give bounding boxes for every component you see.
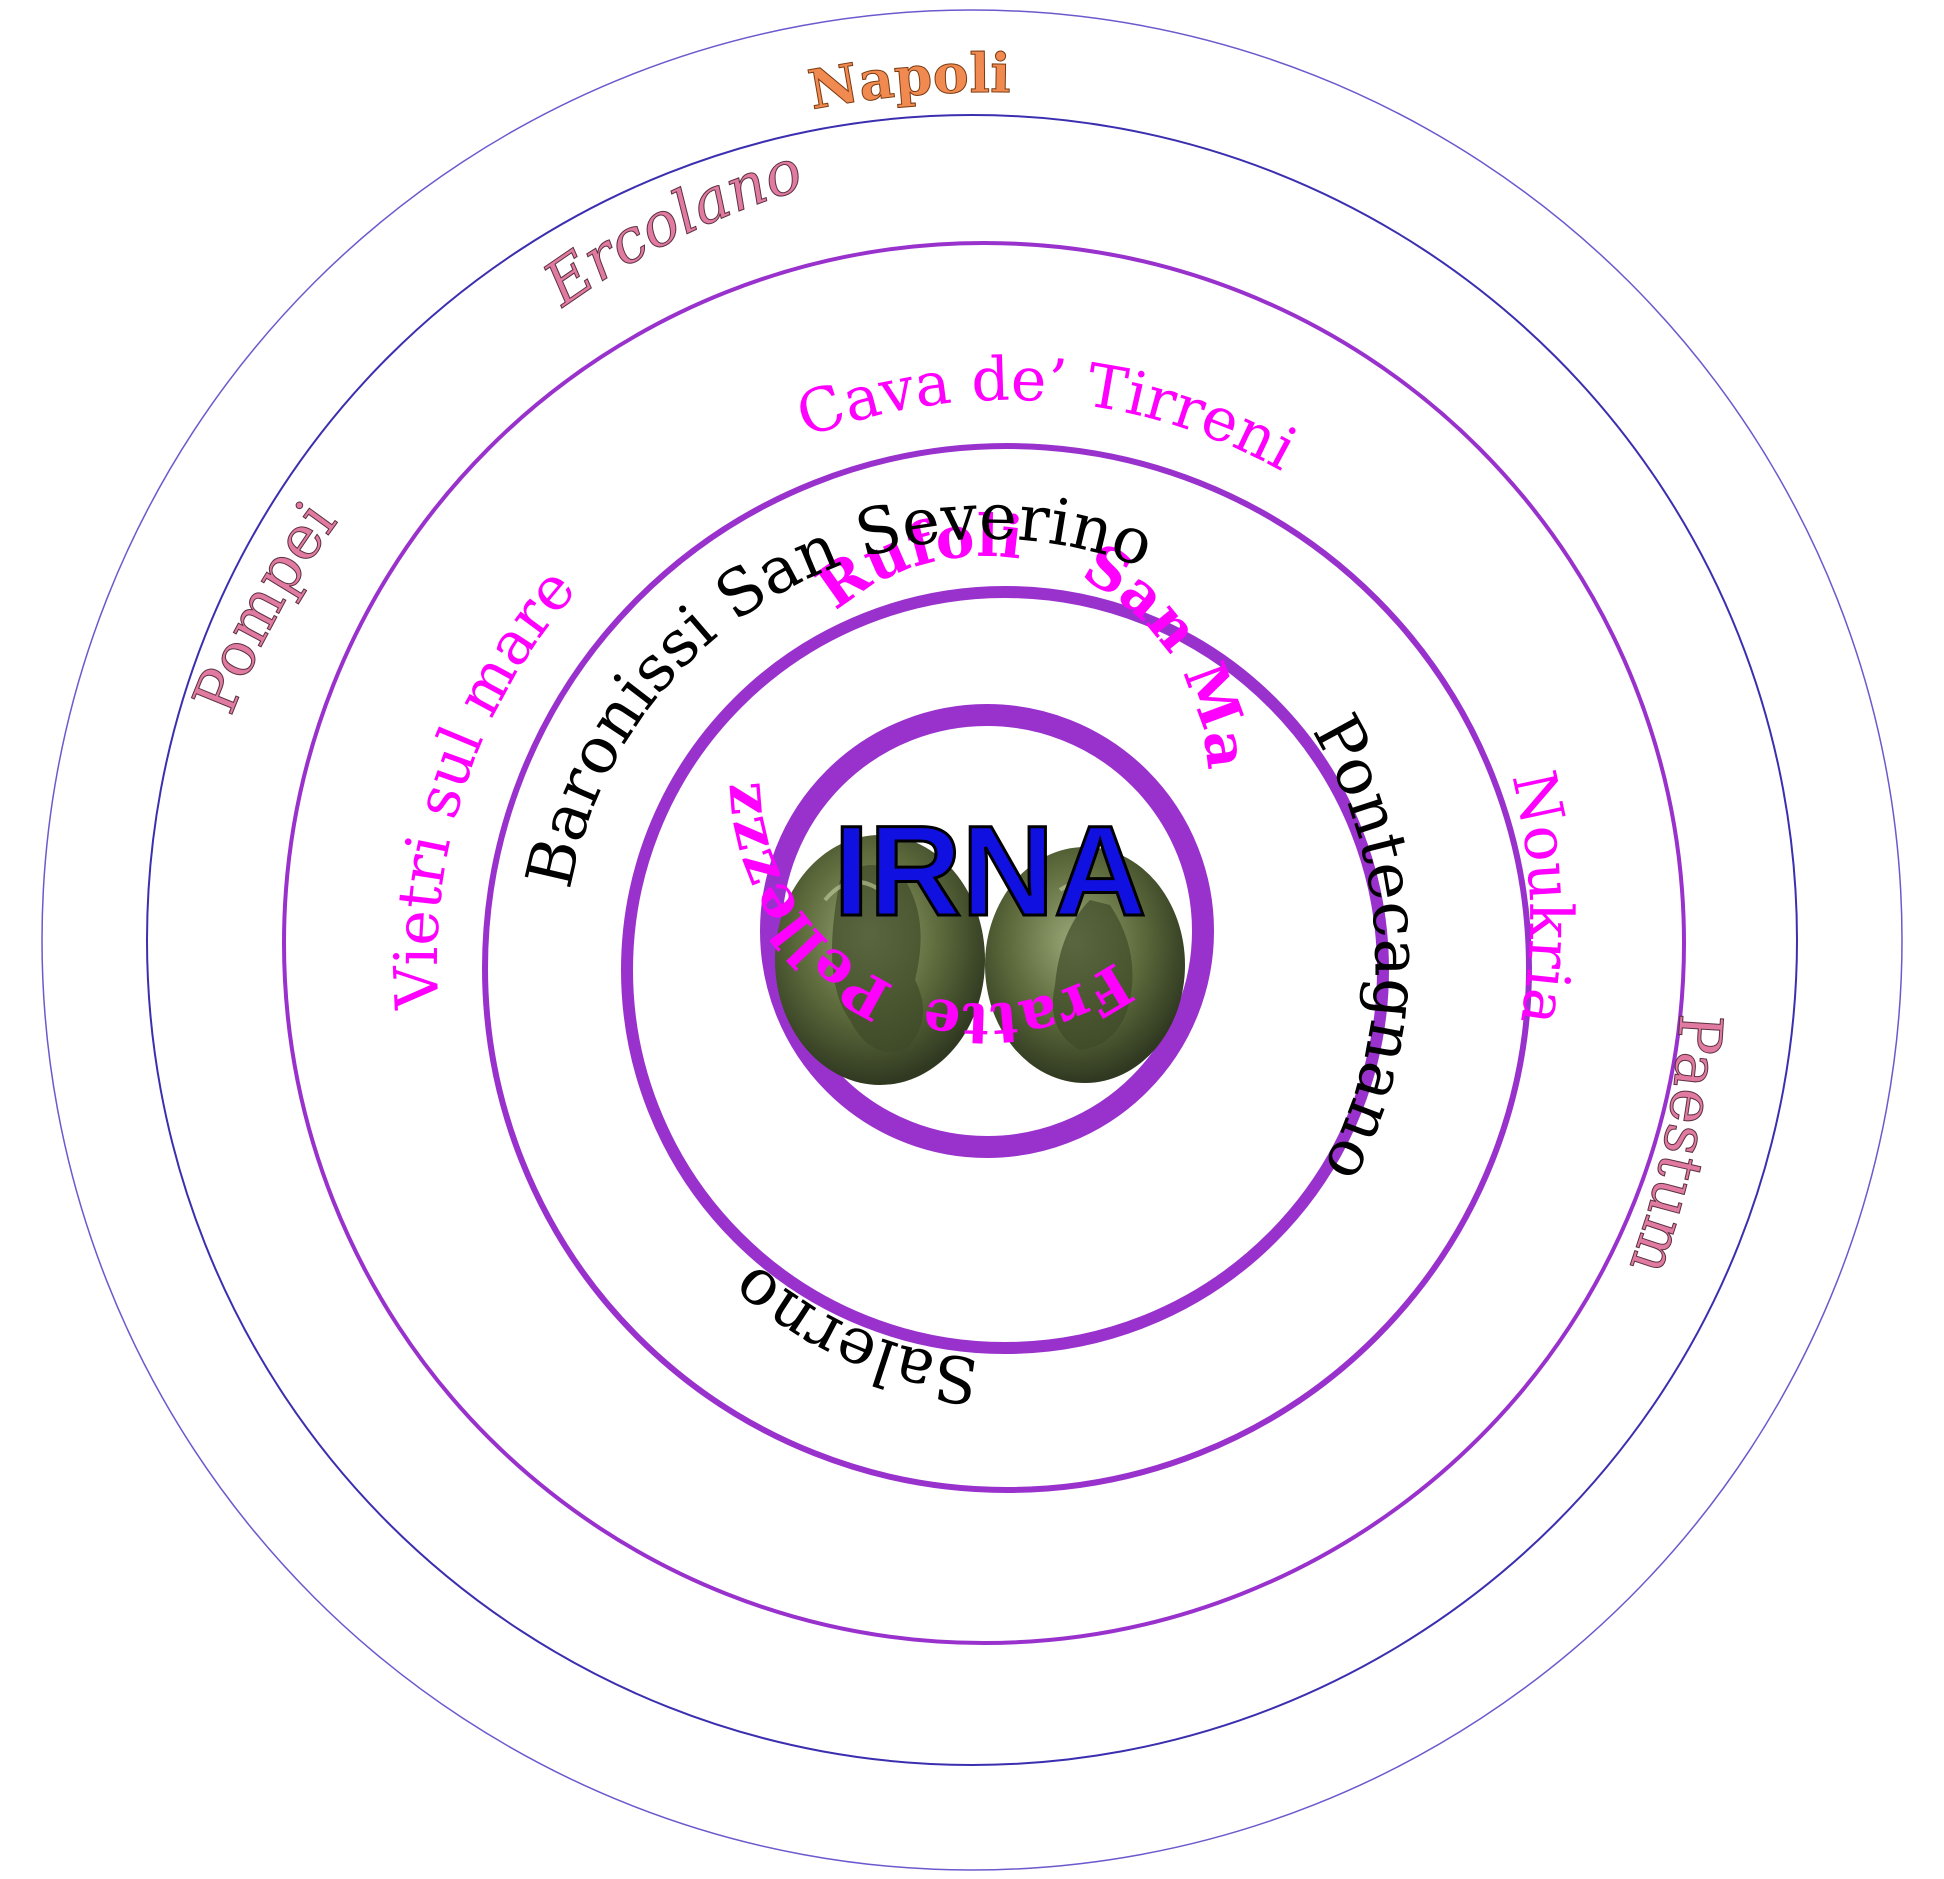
coin-right-image	[985, 847, 1185, 1083]
ring-level-3	[282, 241, 1686, 1645]
center-label-irna: IRNA	[834, 800, 1147, 943]
label-noukria: Noukria	[1498, 765, 1586, 1030]
label-pontecagnano: Pontecagnano	[1298, 703, 1433, 1194]
label-napoli: Napoli	[804, 41, 1012, 122]
ring-outermost	[41, 9, 1903, 1871]
ring-level-2	[482, 443, 1532, 1493]
coin-left-image	[775, 835, 985, 1085]
label-salerno: Salerno	[717, 1250, 982, 1417]
label-ercolano: Ercolano	[531, 136, 810, 321]
label-paestum: Paestum	[1615, 1012, 1735, 1284]
ring-level-4	[146, 114, 1798, 1766]
ring-level-1	[621, 586, 1389, 1354]
label-pompei: Pompei	[180, 489, 351, 723]
